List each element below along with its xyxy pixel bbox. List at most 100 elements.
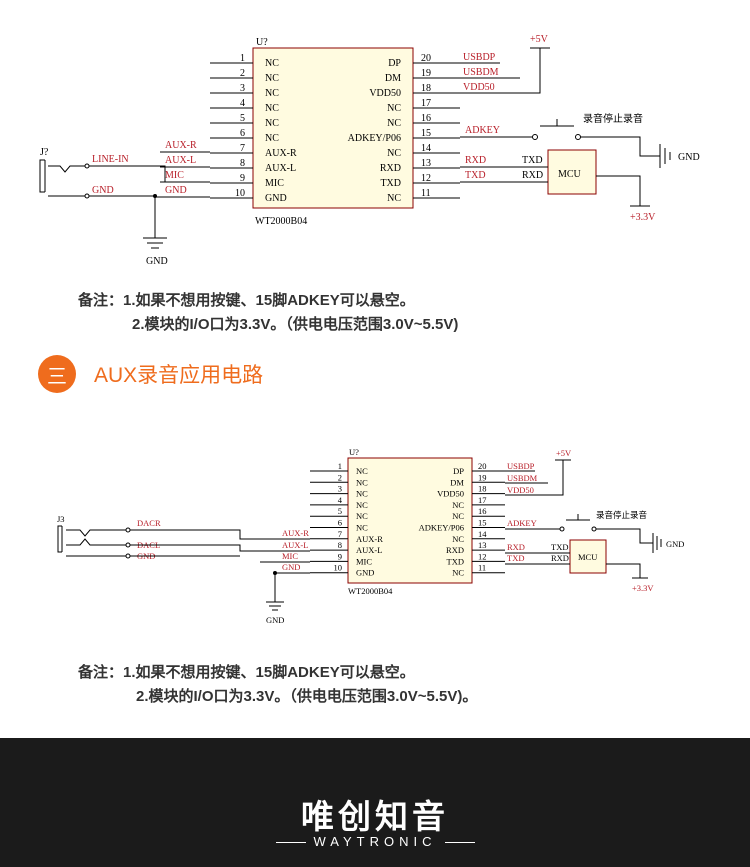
net-usbdp: USBDP [463, 52, 496, 63]
pin-name: DP [388, 58, 401, 69]
pin-number: 15 [421, 128, 431, 139]
pin-number: 4 [240, 98, 245, 109]
jack-dacr: DACR [137, 518, 161, 528]
pin-name: DP [453, 466, 464, 476]
pin-name: TXD [447, 556, 464, 566]
pin-name: RXD [446, 545, 464, 555]
net-vdd50: VDD50 [463, 82, 495, 93]
pin-number: 14 [478, 529, 487, 539]
net-usbdp-2: USBDP [507, 461, 535, 471]
chip-part: WT2000B04 [255, 216, 307, 227]
pin-number: 20 [478, 461, 487, 471]
pin-name: NC [265, 58, 279, 69]
net-mic: MIC [165, 170, 184, 181]
pin-name: NC [356, 500, 368, 510]
gnd-label: GND [146, 256, 168, 267]
pin-number: 13 [478, 540, 487, 550]
pin-number: 12 [421, 173, 431, 184]
pin-number: 16 [421, 113, 431, 124]
note-1-line1: 备注：1.如果不想用按键、15脚ADKEY可以悬空。 [78, 292, 415, 309]
switch-label-2: 录音停止录音 [596, 510, 648, 520]
pin-number: 8 [338, 540, 342, 550]
gnd-right-label-2: GND [666, 539, 684, 549]
pin-name: DM [450, 477, 464, 487]
pin-name: NC [356, 489, 368, 499]
pin-number: 5 [338, 506, 342, 516]
pin-name: NC [356, 523, 368, 533]
pin-name: NC [452, 568, 464, 578]
pin-number: 12 [478, 551, 487, 561]
net-usbdm-2: USBDM [507, 473, 538, 483]
pin-number: 13 [421, 158, 431, 169]
pin-name: GND [265, 193, 287, 204]
pin-name: AUX-L [265, 163, 296, 174]
pin-name: NC [387, 148, 401, 159]
chip-ref: U? [256, 37, 268, 48]
pin-name: NC [356, 477, 368, 487]
brand-en: WAYTRONIC [313, 834, 437, 849]
note-2-line1: 备注：1.如果不想用按键、15脚ADKEY可以悬空。 [78, 664, 415, 681]
pin-number: 2 [240, 68, 245, 79]
pin-number: 7 [338, 529, 342, 539]
net-rxd: RXD [465, 155, 486, 166]
pin-name: AUX-R [356, 534, 383, 544]
mcu-box [547, 149, 597, 195]
net-aux-l-2: AUX-L [282, 540, 308, 550]
mcu-label-2: MCU [578, 552, 597, 562]
pin-name: NC [452, 534, 464, 544]
power-33v-2: +3.3V [632, 583, 654, 593]
brand-tagline: WAYTRONIC [0, 834, 750, 849]
right-pins: 20DP19DM18VDD5017NC16NC15ADKEY/P0614NC13… [348, 53, 460, 204]
pin-name: DM [385, 73, 401, 84]
pin-number: 16 [478, 506, 487, 516]
pin-number: 10 [334, 563, 343, 573]
chip-part-2: WT2000B04 [348, 586, 393, 596]
u-chip [252, 47, 414, 209]
pin-number: 11 [421, 188, 431, 199]
pin-name: VDD50 [369, 88, 401, 99]
pin-name: NC [356, 466, 368, 476]
right-pins-2: 20DP19DM18VDD5017NC16NC15ADKEY/P0614NC13… [419, 461, 505, 578]
pin-name: ADKEY/P06 [419, 523, 464, 533]
pin-name: NC [452, 511, 464, 521]
mcu-txd: TXD [522, 155, 543, 166]
pin-number: 3 [240, 83, 245, 94]
brand-logo: 唯创知音 [301, 797, 449, 836]
pin-name: MIC [356, 556, 372, 566]
u-chip-2 [347, 457, 473, 584]
pin-name: NC [265, 88, 279, 99]
net-txd: TXD [465, 170, 486, 181]
pin-number: 10 [235, 188, 245, 199]
pin-name: VDD50 [437, 489, 464, 499]
power-5v-2: +5V [556, 448, 572, 458]
note-1-line2: 2.模块的I/O口为3.3V。（供电电压范围3.0V~5.5V) [132, 316, 459, 333]
pin-number: 18 [421, 83, 431, 94]
note-1: 备注：1.如果不想用按键、15脚ADKEY可以悬空。 2.模块的I/O口为3.3… [78, 289, 458, 337]
pin-number: 18 [478, 484, 487, 494]
section-header: 三 AUX录音应用电路 [38, 355, 263, 393]
pin-name: MIC [265, 178, 284, 189]
chip-ref-2: U? [349, 447, 359, 457]
pin-number: 8 [240, 158, 245, 169]
mcu-box-2 [569, 539, 607, 574]
pin-number: 6 [338, 518, 342, 528]
net-txd-2: TXD [507, 553, 524, 563]
mcu-txd-2: TXD [551, 542, 568, 552]
pin-name: NC [387, 118, 401, 129]
power-33v: +3.3V [630, 212, 656, 223]
pin-name: NC [387, 193, 401, 204]
gnd-right-label: GND [678, 152, 700, 163]
pin-number: 5 [240, 113, 245, 124]
pin-number: 1 [240, 53, 245, 64]
pin-name: AUX-L [356, 545, 382, 555]
net-adkey-2: ADKEY [507, 518, 537, 528]
ground-symbol-right [659, 144, 671, 168]
pin-number: 11 [478, 563, 486, 573]
pin-number: 9 [338, 551, 342, 561]
pin-name: NC [265, 73, 279, 84]
section-number-badge: 三 [38, 355, 76, 393]
pin-number: 17 [421, 98, 431, 109]
